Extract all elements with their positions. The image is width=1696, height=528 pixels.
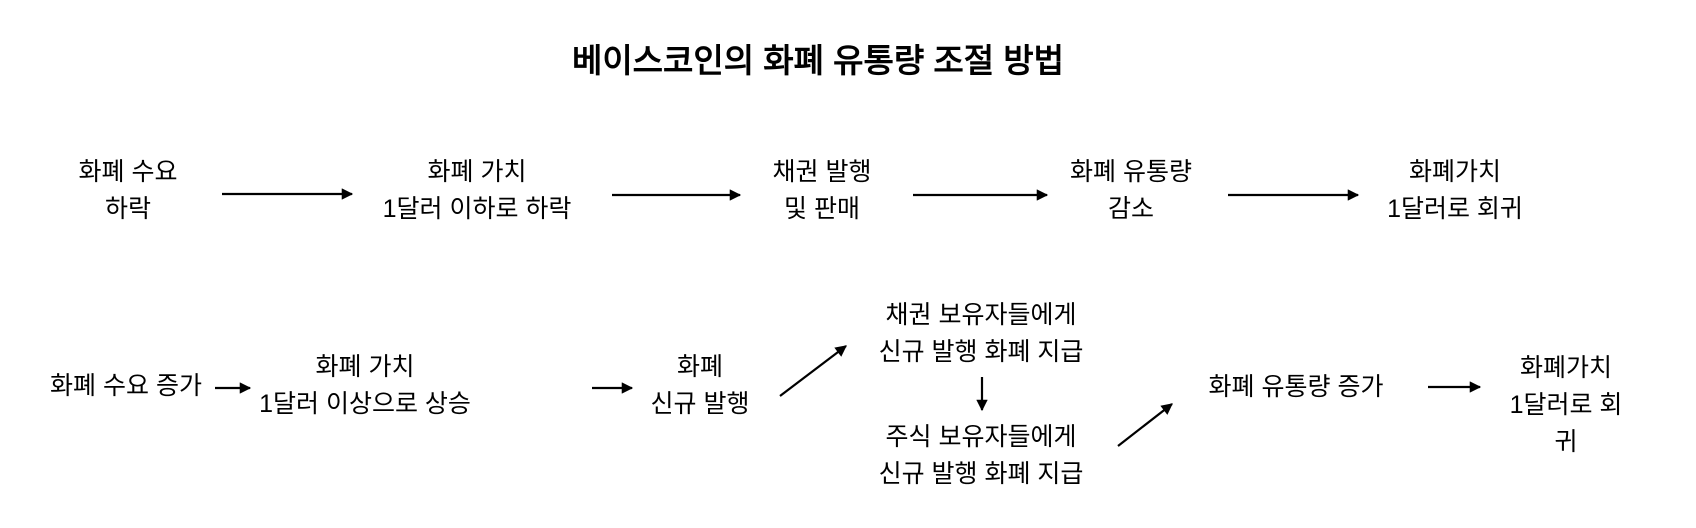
diagram-title: 베이스코인의 화폐 유통량 조절 방법 — [571, 42, 1065, 79]
node-value-above-one-dollar: 화폐 가치 1달러 이상으로 상승 — [259, 353, 471, 418]
node-value-return-to-dollar-top: 화폐가치 1달러로 회귀 — [1387, 158, 1523, 223]
node-new-currency-issuance: 화폐 신규 발행 — [650, 353, 750, 418]
node-currency-demand-rise: 화폐 수요 증가 — [50, 372, 202, 400]
node-value-return-to-dollar-bottom: 화폐가치 1달러로 회귀 — [1509, 354, 1623, 456]
node-bond-issue-and-sale: 채권 발행 및 판매 — [772, 158, 872, 223]
node-currency-demand-drop: 화폐 수요 하락 — [78, 158, 178, 223]
arrow-diagonal-up-1 — [779, 345, 847, 397]
node-pay-bondholders: 채권 보유자들에게 신규 발행 화폐 지급 — [878, 301, 1084, 366]
node-supply-increase: 화폐 유통량 증가 — [1208, 373, 1384, 401]
node-pay-shareholders: 주식 보유자들에게 신규 발행 화폐 지급 — [878, 423, 1084, 488]
node-supply-decrease: 화폐 유통량 감소 — [1070, 158, 1192, 223]
arrow-diagonal-up-2 — [1117, 403, 1173, 447]
node-value-below-one-dollar: 화폐 가치 1달러 이하로 하락 — [382, 158, 572, 223]
